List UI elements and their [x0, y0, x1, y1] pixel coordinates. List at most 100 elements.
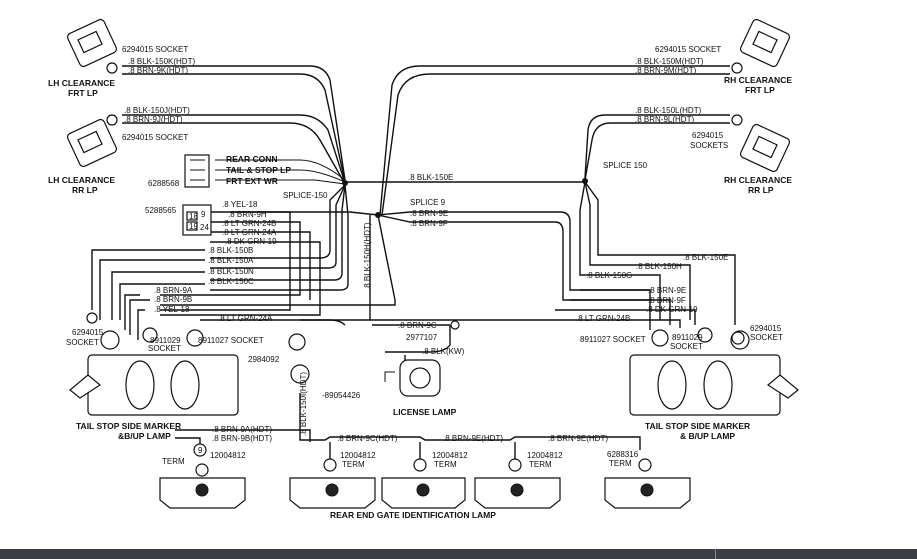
wire-ltgrn24b-label: .8 LT GRN-24B — [222, 219, 276, 228]
sockets-rh-rr-label-1: 6294015 — [692, 131, 724, 140]
part-5288565-label: 5288565 — [145, 206, 177, 215]
bottom-title: REAR END GATE IDENTIFICATION LAMP — [330, 510, 496, 520]
wire-r-dkgrn19-label: .8 DK GRN-19 — [646, 305, 698, 314]
splice-9-dot — [375, 212, 381, 218]
license-lamp-icon — [384, 359, 441, 397]
part-6288568-label: 6288568 — [148, 179, 180, 188]
wire-r-blk150e-label: .8 BLK-150E — [683, 253, 728, 262]
id-lamps — [159, 458, 691, 509]
conn-pin-19: 19 — [189, 222, 198, 231]
id-lamp-2-icon — [289, 458, 376, 509]
part-2984092-label: 2984092 — [248, 355, 280, 364]
lh-frt-clearance-lamp-icon — [66, 18, 118, 74]
rh-rr-clearance-lamp-icon — [731, 114, 791, 173]
socket-left-label-1: 6294015 — [72, 328, 104, 337]
splice-9-label: SPLICE 9 — [410, 198, 446, 207]
wire-brn9e-label: .8 BRN-9E — [410, 209, 448, 218]
wire-rh-frt-1-label: .8 BLK-150M(HDT) — [635, 57, 704, 66]
wire-lh-rr-2-label: .8 BRN-9J(HDT) — [124, 115, 183, 124]
splice-150-left-label: SPLICE-150 — [283, 191, 328, 200]
wire-l-yel18-label: .8 YEL-18 — [154, 305, 190, 314]
wire-rh-rr-1-label: .8 BLK-150L(HDT) — [635, 106, 702, 115]
lh-clearance-frt-label-2: FRT LP — [68, 88, 98, 98]
wire-brn9c-hdt-label: .8 BRN-9C(HDT) — [337, 434, 398, 443]
rh-clearance-frt-label-1: RH CLEARANCE — [724, 75, 792, 85]
conn-pin-24: 24 — [200, 223, 209, 232]
socket-8911029-r-label-1: 8911029 — [672, 333, 703, 342]
wire-rh-rr-2-label: .8 BRN-9L(HDT) — [635, 115, 694, 124]
lh-clearance-rr-label-2: RR LP — [72, 185, 98, 195]
text-labels: 6294015 SOCKET .8 BLK-150K(HDT) .8 BRN-9… — [48, 45, 792, 520]
splice-150-left-dot — [342, 180, 348, 186]
wire-brn9b-hdt-label: .8 BRN-9B(HDT) — [212, 434, 272, 443]
part-6288316-label: 6288316 — [607, 450, 639, 459]
part-89054426-label: -89054426 — [322, 391, 361, 400]
id-lamp-1-icon — [159, 463, 246, 509]
socket-lh-frt-label: 6294015 SOCKET — [122, 45, 188, 54]
rear-conn-label-2: TAIL & STOP LP — [226, 165, 291, 175]
socket-8911027-r-label: 8911027 SOCKET — [580, 335, 646, 344]
sockets-rh-rr-label-2: SOCKETS — [690, 141, 728, 150]
conn-9-bottom-label: 9 — [198, 446, 203, 455]
wire-r-ltgrn24b-label: .8 LT GRN-24B — [576, 314, 630, 323]
wire-rh-frt-2-label: .8 BRN-9M(HDT) — [635, 66, 697, 75]
wire-blk150h-vert-label: .8 BLK-150H(HDT) — [363, 222, 372, 290]
socket-8911029-l-label-1: 8911029 — [150, 336, 181, 345]
part-2977107-icon — [450, 320, 460, 330]
rh-clearance-rr-label-1: RH CLEARANCE — [724, 175, 792, 185]
left-tail-lamp-icon — [69, 327, 239, 416]
splice-points — [342, 178, 588, 218]
wire-l-ltgrn24a-label: .8 LT GRN-24A — [218, 314, 273, 323]
rh-clearance-rr-label-2: RR LP — [748, 185, 774, 195]
splice-150-right-dot — [582, 178, 588, 184]
wire-lh-rr-1-label: .8 BLK-150J(HDT) — [124, 106, 190, 115]
part-12004812-label-1: 12004812 — [210, 451, 246, 460]
socket-8911029-r-label-2: SOCKET — [670, 342, 703, 351]
part-2977107-label: 2977107 — [406, 333, 438, 342]
wire-l-brn9b-label: .8 BRN-9B — [154, 295, 192, 304]
lh-rr-clearance-lamp-icon — [66, 114, 118, 168]
wire-r-blk150g-label: .8 BLK-150G — [586, 271, 632, 280]
part-12004812-label-3: 12004812 — [432, 451, 468, 460]
wire-r-blk150h-label: .8 BLK-150H — [636, 262, 682, 271]
wire-blk150i-vert-label: .8 BLK-150I(HDT) — [299, 372, 308, 436]
wire-brn9e-hdt-1-label: .8 BRN-9E(HDT) — [443, 434, 503, 443]
term-label-2: TERM — [342, 460, 365, 469]
wire-blk150a-label: .8 BLK-150A — [208, 256, 254, 265]
wire-brn9e-hdt-2-label: .8 BRN-9E(HDT) — [548, 434, 608, 443]
socket-8911027-l-label: 8911027 SOCKET — [198, 336, 264, 345]
wire-brn9h-label: .8 BRN-9H — [228, 210, 267, 219]
wire-dkgrn19-label: .8 DK GRN-19 — [225, 237, 277, 246]
license-lamp-label: LICENSE LAMP — [393, 407, 457, 417]
socket-right-label-1: 6294015 — [750, 324, 782, 333]
wire-blk150c-label: .8 BLK-150C — [208, 277, 254, 286]
socket-right-icon — [731, 331, 745, 345]
bottom-bar — [0, 549, 917, 559]
rh-frt-clearance-lamp-icon — [731, 18, 791, 74]
right-tail-lamp-icon — [629, 327, 799, 416]
part-2984092-icon — [288, 333, 306, 351]
part-12004812-label-4: 12004812 — [527, 451, 563, 460]
id-lamp-5-icon — [604, 458, 691, 509]
wire-l-brn9a-label: .8 BRN-9A — [154, 286, 193, 295]
lh-clearance-rr-label-1: LH CLEARANCE — [48, 175, 115, 185]
wire-brn9f-label: .8 BRN-9F — [410, 219, 448, 228]
term-label-5: TERM — [609, 459, 632, 468]
tail-lamp-right-label-2: & B/UP LAMP — [680, 431, 735, 441]
bottom-bar-divider — [715, 549, 716, 559]
term-label-1: TERM — [162, 457, 185, 466]
wire-lh-frt-2-label: .8 BRN-9K(HDT) — [128, 66, 188, 75]
wire-network — [91, 65, 736, 470]
conn-pin-9: 9 — [201, 210, 206, 219]
wire-yel18-label: .8 YEL-18 — [222, 200, 258, 209]
socket-lh-rr-label: 6294015 SOCKET — [122, 133, 188, 142]
socket-left-icon — [86, 312, 98, 324]
connector-5288565-icon — [182, 204, 212, 236]
wire-brn9c-label: .8 BRN-9C — [398, 321, 437, 330]
part-89054426-icon — [290, 364, 310, 384]
conn-pin-18: 18 — [189, 212, 198, 221]
id-lamp-4-icon — [474, 458, 561, 509]
rh-clearance-frt-label-2: FRT LP — [745, 85, 775, 95]
socket-rh-frt-label: 6294015 SOCKET — [655, 45, 721, 54]
lh-clearance-frt-label-1: LH CLEARANCE — [48, 78, 115, 88]
